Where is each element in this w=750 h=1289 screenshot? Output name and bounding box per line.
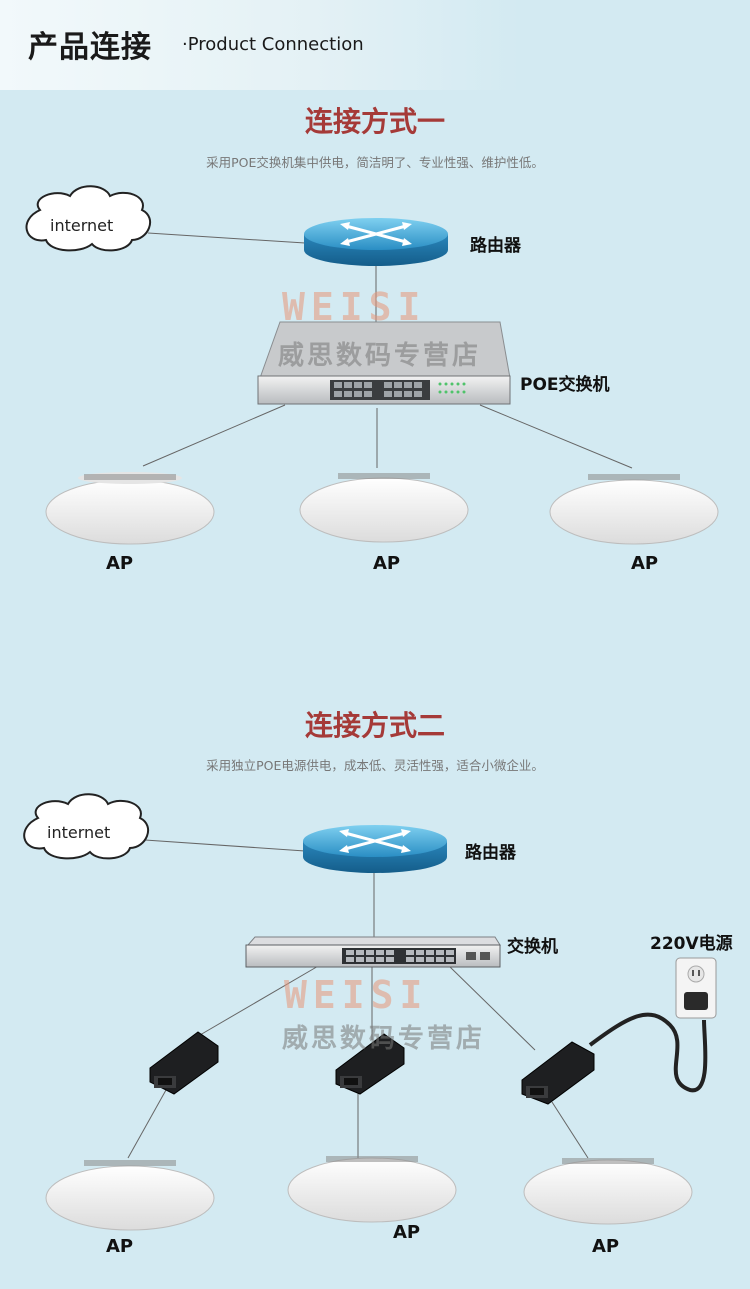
watermark-text-2: 威思数码专营店 (282, 1024, 486, 1054)
ap-device-2-3 (523, 1158, 693, 1225)
ap-label-2-2: AP (393, 1222, 421, 1243)
ap-device-2-2 (287, 1156, 457, 1223)
power-label: 220V电源 (650, 934, 733, 954)
link-switch-injector3 (447, 964, 536, 1051)
switch-icon (245, 936, 501, 968)
link-switch-injector1 (199, 964, 321, 1036)
link-internet-router-1 (147, 232, 306, 244)
ap-label-1-1: AP (106, 553, 134, 574)
link-switch-ap1-1 (142, 404, 286, 467)
switch-label: 交换机 (507, 937, 558, 957)
watermark-logo-2: WEISI (284, 973, 429, 1017)
ap-label-1-2: AP (373, 553, 401, 574)
router-label-1: 路由器 (470, 236, 521, 256)
power-cable (588, 1012, 708, 1093)
method2-description: 采用独立POE电源供电，成本低、灵活性强，适合小微企业。 (206, 758, 544, 773)
link-internet-router-2 (144, 839, 306, 852)
link-injector3-ap3 (551, 1101, 589, 1159)
poe-switch-icon (257, 321, 511, 405)
section-title-cn: 产品连接 (28, 30, 152, 65)
section-title-en: ·Product Connection (182, 34, 364, 55)
method2-title: 连接方式二 (304, 709, 445, 742)
method2-links (127, 839, 589, 1160)
poe-injector-icon-1 (149, 1031, 219, 1095)
ap-label-1-3: AP (631, 553, 659, 574)
link-switch-ap3-1 (479, 404, 633, 469)
ap-device-2-1 (45, 1160, 215, 1231)
internet-cloud-2 (23, 793, 150, 860)
ap-label-2-1: AP (106, 1236, 134, 1257)
method1-title: 连接方式一 (304, 105, 445, 138)
poe-injector-icon-2 (335, 1033, 405, 1095)
link-injector1-ap1 (127, 1089, 167, 1159)
method1-links (142, 232, 633, 469)
ap-label-2-3: AP (592, 1236, 620, 1257)
router-icon-2 (303, 825, 447, 873)
ap-device-1-2 (299, 473, 469, 543)
header-band (0, 0, 520, 90)
poe-injector-icon-3 (521, 1041, 595, 1105)
router-label-2: 路由器 (465, 843, 516, 863)
ap-device-1-1 (45, 472, 215, 545)
internet-cloud-1 (25, 185, 152, 252)
internet-label-2: internet (47, 823, 111, 842)
watermark-logo-1: WEISI (282, 285, 427, 329)
method1-description: 采用POE交换机集中供电，简洁明了、专业性强、维护性低。 (206, 155, 544, 170)
poe-switch-label: POE交换机 (520, 375, 610, 395)
ap-device-1-3 (549, 474, 719, 545)
power-outlet-icon (675, 957, 717, 1019)
internet-label-1: internet (50, 216, 114, 235)
watermark-text-1: 威思数码专营店 (278, 341, 482, 371)
router-icon-1 (304, 218, 448, 266)
